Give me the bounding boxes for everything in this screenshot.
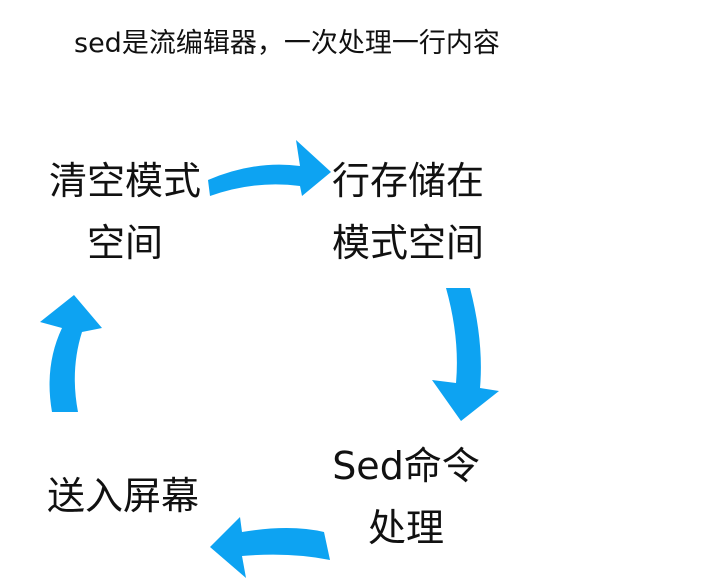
step-sed-process: Sed命令 处理: [330, 435, 482, 559]
arrow-store-to-sed-icon: [432, 288, 499, 421]
step-label-line: 行存储在: [331, 159, 484, 203]
diagram-title: sed是流编辑器，一次处理一行内容: [74, 28, 500, 59]
step-clear-pattern-space: 清空模式 空间: [40, 150, 210, 274]
step-label-line: 空间: [86, 221, 163, 265]
step-store-line: 行存储在 模式空间: [322, 150, 494, 274]
step-label-line: 处理: [367, 506, 444, 550]
arrow-screen-to-clear-icon: [40, 295, 102, 412]
step-send-to-screen: 送入屏幕: [38, 465, 208, 527]
step-label-line: 模式空间: [331, 221, 484, 265]
step-label-line: Sed命令: [332, 444, 480, 488]
arrow-sed-to-screen-icon: [210, 517, 330, 578]
arrow-clear-to-store-icon: [208, 140, 331, 196]
step-label-line: 清空模式: [48, 159, 201, 203]
step-label-line: 送入屏幕: [46, 474, 199, 518]
